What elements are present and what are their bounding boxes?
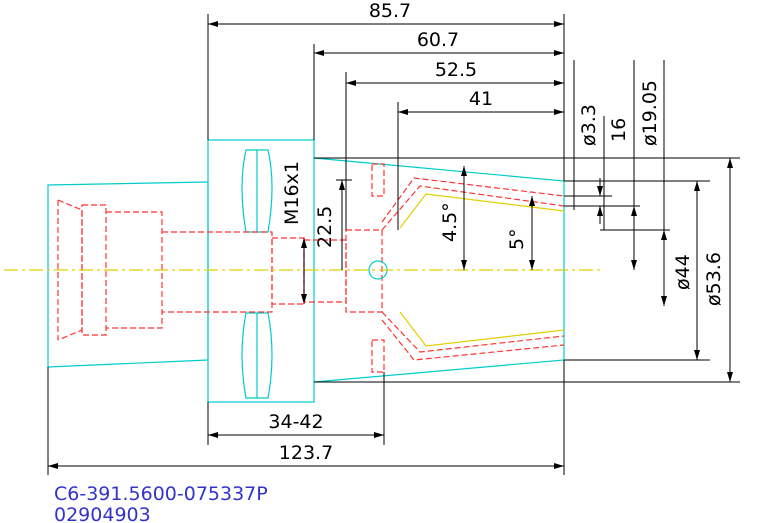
part-number: C6-391.5600-075337P <box>54 483 268 505</box>
dim-thread: M16x1 <box>281 161 303 225</box>
dim-34-42: 34-42 <box>268 411 323 433</box>
dimension-labels: 85.7 60.7 52.5 41 M16x1 22.5 4.5° 5° ø3.… <box>268 0 725 464</box>
dim-41: 41 <box>469 88 493 110</box>
dim-angle-5: 5° <box>506 228 528 250</box>
drawing-notes: C6-391.5600-075337P 02904903 <box>54 483 268 523</box>
drawing-code: 02904903 <box>54 504 151 523</box>
centerlines <box>4 193 600 347</box>
dim-16: 16 <box>608 118 630 142</box>
dim-dia-53-6: ø53.6 <box>703 252 725 306</box>
dim-123-7: 123.7 <box>279 442 333 464</box>
dim-dia-44: ø44 <box>672 254 694 290</box>
body-outline <box>47 139 565 403</box>
dim-85-7: 85.7 <box>369 0 411 22</box>
dim-22-5: 22.5 <box>314 206 336 248</box>
dim-60-7: 60.7 <box>417 29 459 51</box>
hidden-lines <box>57 163 565 373</box>
dimension-lines <box>47 14 740 475</box>
dim-52-5: 52.5 <box>435 59 477 81</box>
dim-dia-19-05: ø19.05 <box>639 80 661 146</box>
dim-dia-3-3: ø3.3 <box>578 104 600 146</box>
dim-angle-4-5: 4.5° <box>439 202 461 242</box>
